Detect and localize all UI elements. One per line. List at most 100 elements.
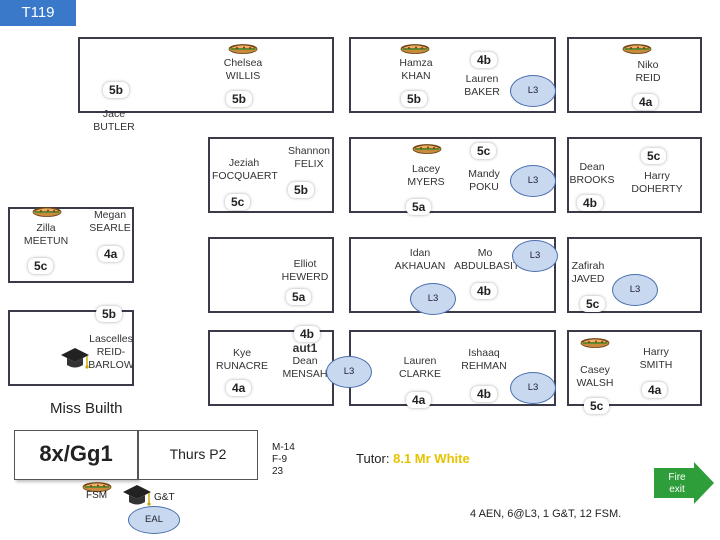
grade-badge: 5c (225, 194, 251, 210)
desk-row2-left (208, 137, 334, 213)
legend-eal: EAL (128, 506, 180, 534)
student-first-name: Idan (409, 247, 431, 259)
lesson-box: Thurs P2 (138, 430, 258, 480)
student-last-name: KHAN (401, 70, 431, 82)
student-first-name: Lacey (411, 163, 441, 175)
gender-stats: M-14 F-9 23 (272, 442, 295, 478)
grade-badge: 4a (633, 94, 659, 110)
student-last-name: BROOKS (569, 174, 615, 186)
student-shannon: Shannon FELIX (284, 145, 334, 171)
sandwich-icon (400, 43, 430, 54)
level-bubble: L3 (510, 165, 556, 197)
student-elliot: Elliot HEWERD (280, 258, 330, 284)
student-first-name: Ishaaq (468, 347, 500, 359)
student-last-name: ABDULBASIT (454, 260, 520, 272)
fire-exit-arrow-icon (654, 462, 714, 504)
student-last-name: POKU (469, 181, 499, 193)
student-harry-doherty: Harry DOHERTY (630, 170, 684, 196)
grade-badge: 4b (471, 283, 498, 299)
student-last-name: FOCQUAERT (212, 170, 278, 182)
student-last-name: REID- (96, 346, 126, 358)
student-megan: Megan SEARLE (86, 209, 134, 235)
student-first-name: Lauren (465, 73, 499, 85)
grade-badge: 5b (401, 91, 428, 107)
student-first-name: Dean (579, 161, 605, 173)
student-first-name: Niko (637, 59, 659, 71)
student-last-name: BAKER (464, 86, 500, 98)
grade-badge: 4a (98, 246, 124, 262)
student-first-name: Casey (580, 364, 610, 376)
student-lauren-clarke: Lauren CLARKE (396, 355, 444, 381)
teacher-name: Miss Builth (50, 400, 123, 417)
grade-badge: 4b (294, 326, 321, 342)
student-last-name: JAVED (571, 273, 605, 285)
sandwich-icon (580, 337, 610, 348)
grade-badge: 5b (96, 306, 123, 322)
student-last-name: HEWERD (281, 271, 329, 283)
student-last-name: REHMAN (461, 360, 507, 372)
student-last-name: REID (635, 72, 661, 84)
student-last-name: SMITH (639, 359, 673, 371)
aut-tag: aut1 (292, 341, 318, 355)
student-first-name: Kye (232, 347, 252, 359)
desk-top-middle (349, 37, 556, 113)
total-count: 23 (272, 466, 284, 477)
level-bubble: L3 (410, 283, 456, 315)
female-count: F-9 (272, 454, 287, 465)
grade-badge: 4b (471, 386, 498, 402)
student-dean-brooks: Dean BROOKS (566, 161, 618, 187)
student-first-name: Shannon (287, 145, 331, 157)
male-count: M-14 (272, 442, 295, 453)
graduation-cap-icon (122, 484, 152, 507)
student-first-name: Zilla (36, 222, 56, 234)
student-first-name: Megan (93, 209, 127, 221)
grade-badge: 5c (28, 258, 54, 274)
student-ishaaq: Ishaaq REHMAN (458, 347, 510, 373)
tutor-name: 8.1 Mr White (393, 451, 470, 466)
sandwich-icon (32, 206, 62, 217)
desk-side-left-2 (8, 310, 134, 386)
student-mo: Mo ABDULBASIT (454, 247, 520, 273)
grade-badge: 5c (584, 398, 610, 414)
class-code-box: 8x/Gg1 (14, 430, 138, 480)
level-bubble: L3 (612, 274, 658, 306)
student-dean-mensah: aut1 Dean MENSAH (276, 342, 334, 381)
class-code: 8x/Gg1 (39, 441, 113, 466)
student-first-name: Lauren (403, 355, 437, 367)
student-last-name: MEETUN (23, 235, 69, 247)
student-first-name: Jace (102, 108, 126, 120)
student-lascelles: Lascelles REID- BARLOW (86, 333, 136, 372)
student-last-name: SEARLE (89, 222, 131, 234)
student-first-name: Lascelles (89, 333, 133, 345)
grade-badge: 5c (580, 296, 606, 312)
fire-exit-line1: Fire (668, 472, 686, 483)
student-first-name: Elliot (293, 258, 317, 270)
student-hamza: Hamza KHAN (392, 57, 440, 83)
student-harry-smith: Harry SMITH (634, 346, 678, 372)
grade-badge: 5c (641, 148, 667, 164)
grade-badge: 4b (577, 195, 604, 211)
student-chelsea: Chelsea WILLIS (215, 57, 271, 83)
student-mandy: Mandy POKU (462, 168, 506, 194)
student-last-name: MYERS (407, 176, 445, 188)
desk-top-left (78, 37, 334, 113)
lesson-time: Thurs P2 (169, 446, 227, 462)
fire-exit-line2: exit (669, 484, 685, 495)
student-lacey: Lacey MYERS (402, 163, 450, 189)
grade-badge: 5b (226, 91, 253, 107)
student-last-name: FELIX (294, 158, 324, 170)
student-lauren-baker: Lauren BAKER (458, 73, 506, 99)
sandwich-icon (622, 43, 652, 54)
student-last-name-2: BARLOW (88, 359, 134, 371)
student-last-name: CLARKE (398, 368, 441, 380)
student-first-name: Mo (477, 247, 493, 259)
student-first-name: Chelsea (223, 57, 263, 69)
student-last-name: DOHERTY (631, 183, 683, 195)
fire-exit-label: Fire exit (662, 472, 692, 496)
student-niko: Niko REID (628, 59, 668, 85)
student-last-name: AKHAUAN (394, 260, 446, 272)
grade-badge: 4a (642, 382, 668, 398)
student-last-name: WILLIS (225, 70, 261, 82)
student-first-name: Zafirah (571, 260, 605, 272)
student-last-name: MENSAH (282, 368, 328, 380)
